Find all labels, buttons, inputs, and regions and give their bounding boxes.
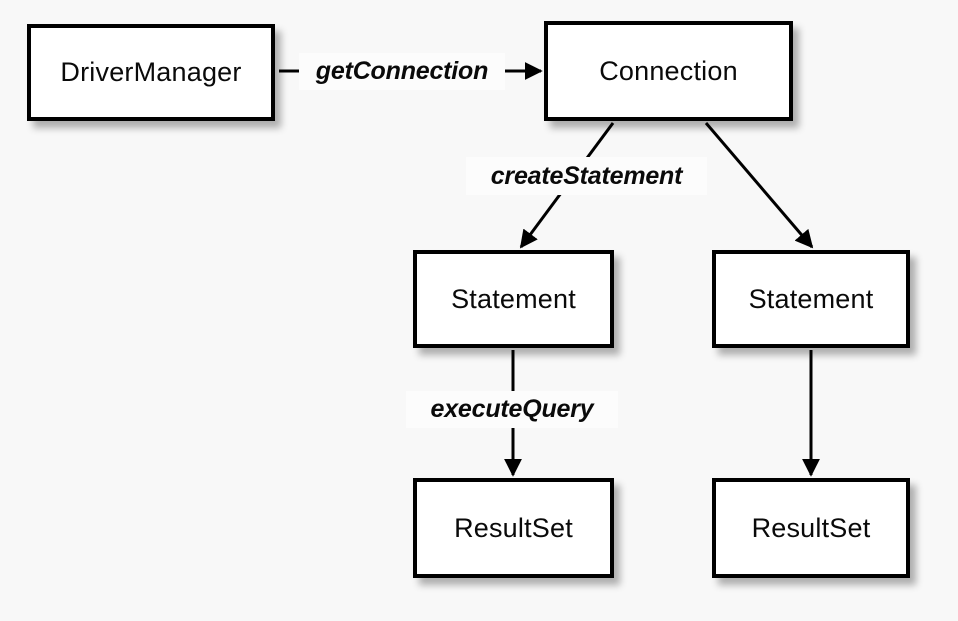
edge-label-getconnection: getConnection	[299, 53, 505, 90]
node-label-driver-manager: DriverManager	[60, 57, 242, 87]
node-label-connection: Connection	[599, 55, 738, 86]
edge-label-createstatement: createStatement	[466, 157, 707, 195]
node-resultset-left[interactable]: ResultSet	[413, 478, 614, 578]
edge-label-executequery: executeQuery	[406, 391, 618, 428]
node-label-resultset-left: ResultSet	[454, 512, 573, 543]
node-label-statement-right: Statement	[748, 283, 874, 314]
node-connection[interactable]: Connection	[544, 21, 793, 121]
edge-line-createstatement-right	[704, 122, 814, 249]
node-statement-left[interactable]: Statement	[413, 250, 614, 348]
node-resultset-right[interactable]: ResultSet	[712, 478, 910, 578]
node-label-resultset-right: ResultSet	[751, 512, 871, 543]
node-driver-manager[interactable]: DriverManager	[27, 24, 275, 121]
node-statement-right[interactable]: Statement	[712, 250, 910, 348]
node-label-statement-left: Statement	[451, 283, 576, 314]
